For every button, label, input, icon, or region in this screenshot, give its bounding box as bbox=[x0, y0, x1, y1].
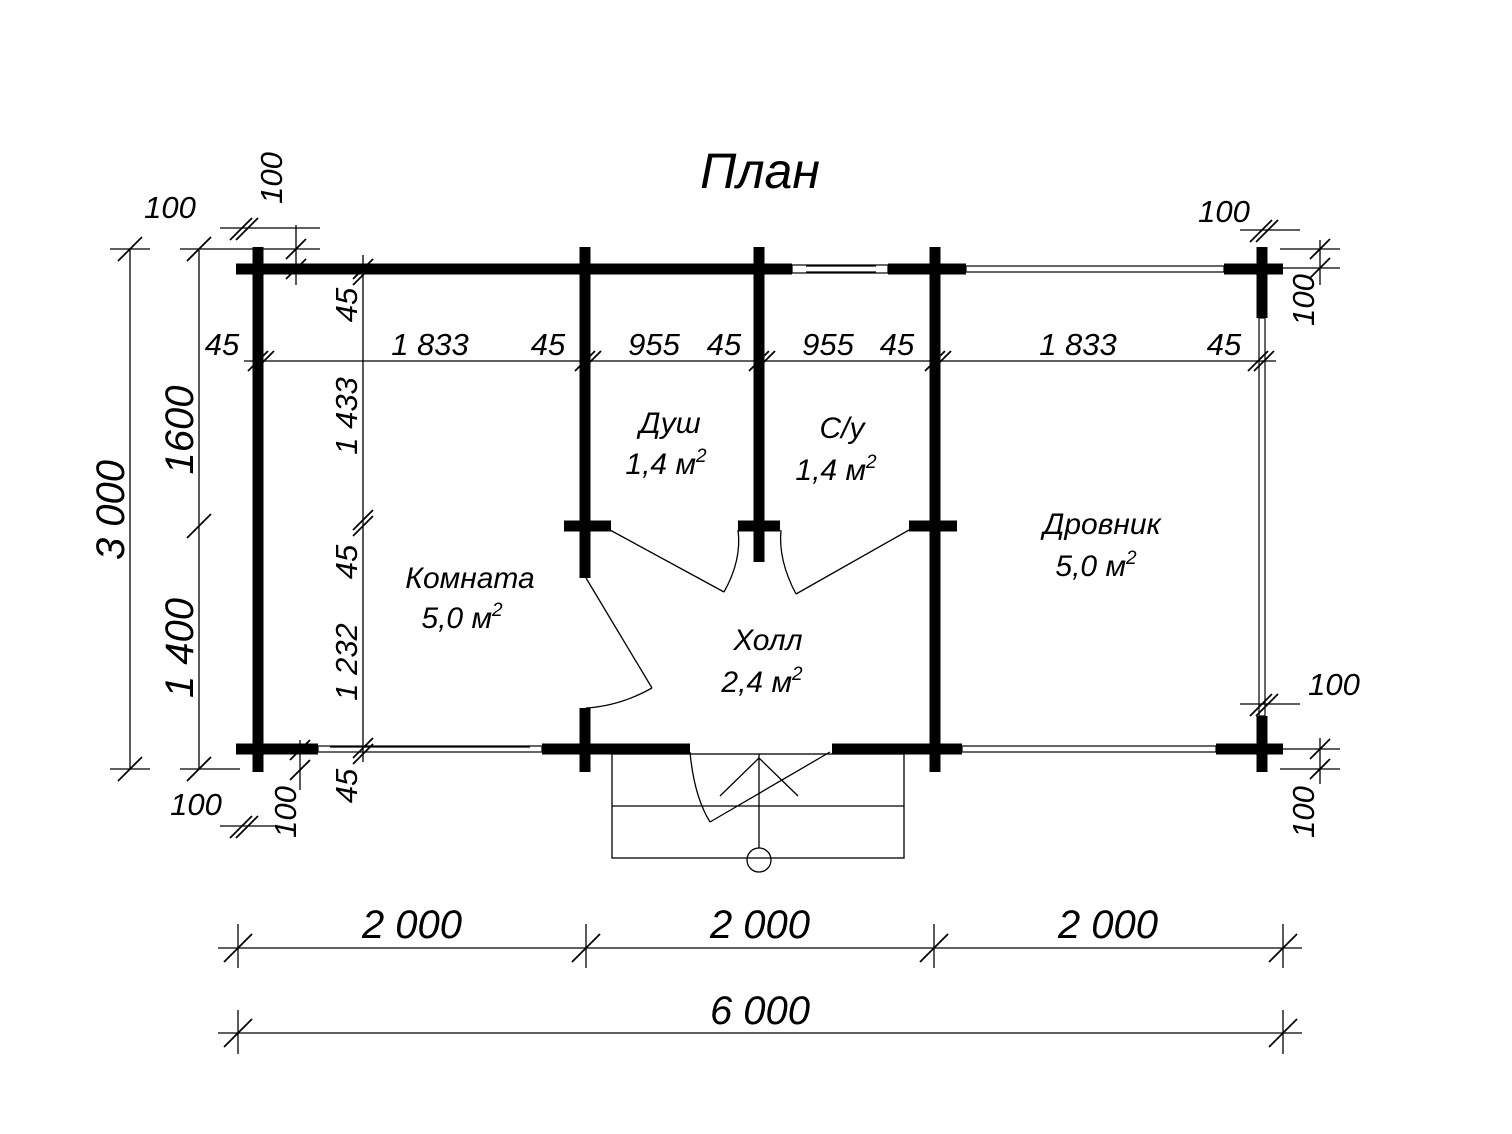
dim-top-left-v: 100 bbox=[254, 152, 289, 204]
dim-bottom-left-v: 100 bbox=[268, 786, 303, 838]
room-komnata: Комната 5,0 м2 bbox=[405, 562, 534, 635]
door-wc-arc bbox=[779, 529, 797, 595]
bottom-dim-0: 2 000 bbox=[361, 903, 462, 947]
dim-right-top-v: 100 bbox=[1286, 274, 1321, 326]
left-outer-dim-0: 1600 bbox=[158, 386, 202, 475]
dim-top-left-h: 100 bbox=[144, 190, 196, 225]
dimension-lines bbox=[110, 217, 1340, 1054]
door-shower-leaf bbox=[609, 529, 725, 593]
inner-dim-4: 45 bbox=[707, 327, 742, 362]
room-name: Дровник bbox=[1040, 508, 1162, 541]
opening-right-woodshed bbox=[1258, 317, 1266, 717]
left-total-dim: 3 000 bbox=[89, 460, 133, 560]
dim-top-right-h: 100 bbox=[1198, 194, 1250, 229]
room-area: 2,4 м2 bbox=[720, 664, 803, 699]
inner-dim-2: 45 bbox=[531, 327, 566, 362]
dim-right-bottom-v: 100 bbox=[1286, 786, 1321, 838]
window-top-wc bbox=[791, 264, 889, 274]
room-su: С/у 1,4 м2 bbox=[795, 412, 877, 487]
left-inner-dim-4: 45 bbox=[329, 768, 364, 803]
inner-dim-1: 1 833 bbox=[391, 327, 469, 362]
room-name: Комната bbox=[405, 562, 534, 595]
room-holl: Холл 2,4 м2 bbox=[720, 624, 803, 699]
left-inner-dim-2: 45 bbox=[329, 544, 364, 579]
room-area: 5,0 м2 bbox=[1055, 548, 1137, 583]
room-area: 5,0 м2 bbox=[421, 600, 503, 635]
room-name: Холл bbox=[732, 624, 802, 657]
room-drovnik: Дровник 5,0 м2 bbox=[1040, 508, 1162, 583]
room-name: С/у bbox=[820, 412, 867, 445]
doors bbox=[585, 529, 910, 823]
door-room-arc bbox=[585, 687, 653, 709]
left-inner-dim-0: 45 bbox=[329, 287, 364, 322]
plan-title: План bbox=[700, 143, 820, 199]
inner-dim-5: 955 bbox=[802, 327, 854, 362]
door-wc-leaf bbox=[795, 529, 910, 595]
dim-bottom-left-h: 100 bbox=[170, 787, 222, 822]
left-inner-dim-3: 1 232 bbox=[329, 623, 364, 701]
window-spans bbox=[317, 264, 1266, 753]
room-name: Душ bbox=[636, 407, 700, 440]
bottom-dim-1: 2 000 bbox=[709, 903, 810, 947]
inner-dim-8: 45 bbox=[1207, 327, 1242, 362]
dimension-labels: 45 1 833 45 955 45 955 45 1 833 45 45 1 … bbox=[89, 152, 1360, 1033]
opening-top-woodshed bbox=[965, 265, 1225, 273]
door-entrance-leaf bbox=[709, 751, 831, 823]
porch-arrow-left bbox=[719, 757, 760, 797]
inner-dim-3: 955 bbox=[628, 327, 680, 362]
walls bbox=[236, 247, 1283, 772]
porch-marker-circle bbox=[746, 847, 772, 873]
room-labels: Комната 5,0 м2 Душ 1,4 м2 С/у 1,4 м2 Хол… bbox=[405, 407, 1162, 699]
inner-dim-6: 45 bbox=[880, 327, 915, 362]
room-area: 1,4 м2 bbox=[625, 446, 707, 481]
bottom-dim-2: 2 000 bbox=[1057, 903, 1158, 947]
inner-dim-0: 45 bbox=[205, 327, 240, 362]
door-entrance-arc bbox=[689, 751, 711, 823]
door-shower-arc bbox=[723, 529, 740, 593]
room-dush: Душ 1,4 м2 bbox=[625, 407, 707, 481]
left-outer-dim-1: 1 400 bbox=[158, 598, 202, 698]
porch bbox=[611, 753, 905, 873]
room-area: 1,4 м2 bbox=[795, 452, 877, 487]
dim-right-mid-h: 100 bbox=[1308, 667, 1360, 702]
inner-dim-7: 1 833 bbox=[1039, 327, 1117, 362]
left-inner-dim-1: 1 433 bbox=[329, 377, 364, 455]
window-bottom-room bbox=[317, 745, 543, 753]
bottom-total-dim: 6 000 bbox=[710, 989, 810, 1033]
porch-arrow-right bbox=[758, 757, 799, 797]
opening-bottom-woodshed bbox=[961, 745, 1217, 753]
door-room-leaf bbox=[585, 577, 653, 689]
